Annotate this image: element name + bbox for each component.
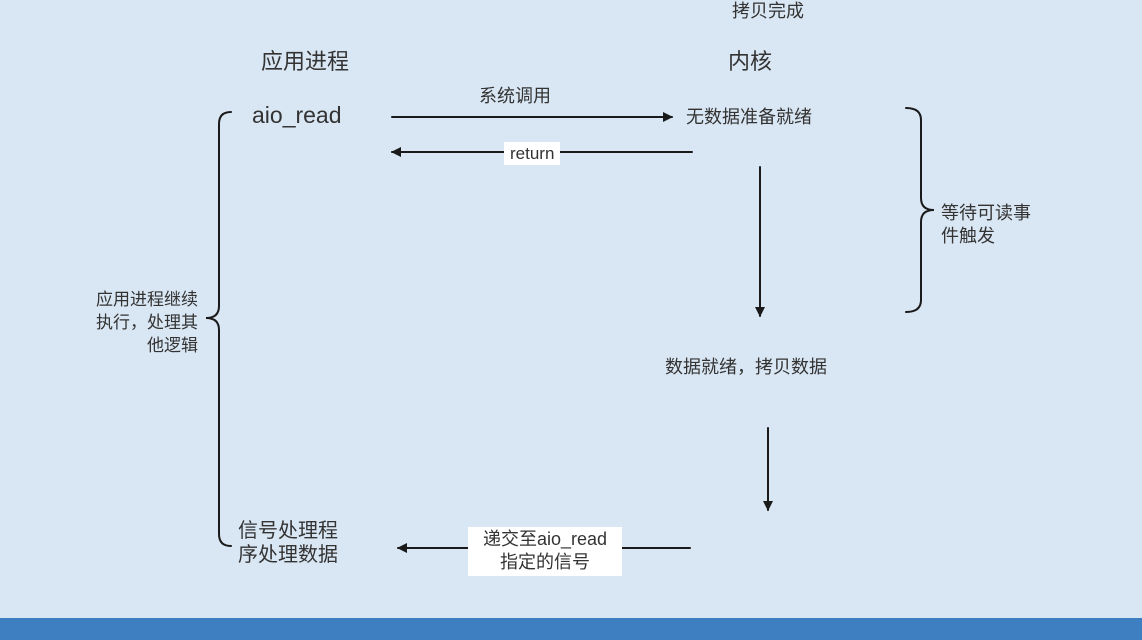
- edge-label-syscall: 系统调用: [479, 86, 551, 106]
- node-no-data-ready: 无数据准备就绪: [686, 107, 812, 127]
- annotation-app-continues: 应用进程继续 执行，处理其 他逻辑: [96, 290, 198, 355]
- edge-label-signal-delivery: 递交至aio_read 指定的信号: [468, 527, 622, 576]
- node-aio-read: aio_read: [252, 102, 342, 128]
- left-brace: [205, 111, 232, 547]
- column-title-application-process: 应用进程: [260, 49, 349, 74]
- node-signal-handler: 信号处理程 序处理数据: [238, 520, 338, 566]
- edge-label-return: return: [504, 142, 561, 166]
- node-data-ready-copy-data: 数据就绪，拷贝数据: [665, 357, 827, 377]
- node-copy-done: 拷贝完成: [732, 1, 804, 21]
- annotation-wait-readable-event: 等待可读事 件触发: [941, 203, 1031, 247]
- right-brace: [905, 107, 935, 313]
- column-title-kernel: 内核: [727, 49, 772, 74]
- bottom-blue-bar: [0, 618, 1142, 640]
